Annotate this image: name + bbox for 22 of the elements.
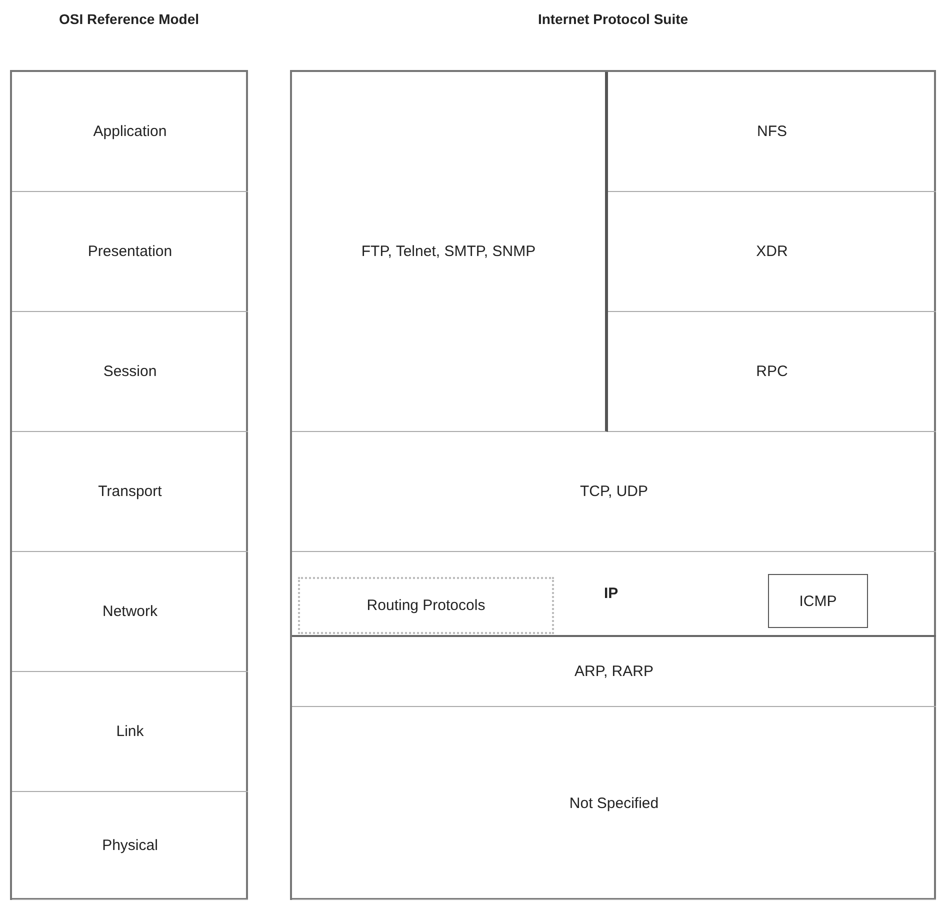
layer-label: FTP, Telnet, SMTP, SNMP	[361, 242, 536, 261]
layer-label: Routing Protocols	[366, 596, 486, 615]
layer-label: RPC	[756, 362, 788, 381]
layer-label: ARP, RARP	[574, 662, 654, 681]
layer-label: Application	[93, 122, 167, 141]
column-heading: Internet Protocol Suite	[536, 10, 690, 28]
protocol-box	[298, 577, 554, 634]
layer-label: Network	[102, 602, 158, 621]
layer-label: NFS	[757, 122, 787, 141]
layer-label: Not Specified	[569, 794, 659, 812]
layer-label: Link	[116, 722, 144, 741]
layer-label: Physical	[102, 836, 158, 855]
layer-label: Transport	[98, 482, 162, 501]
protocol-box	[768, 574, 868, 628]
layer-label: TCP, UDP	[580, 482, 648, 501]
layer-label: XDR	[756, 242, 788, 261]
layer-label: Presentation	[88, 242, 172, 261]
layer-cell	[292, 72, 608, 432]
layer-label: Session	[103, 362, 157, 381]
layer-label: IP	[604, 584, 618, 603]
layer-label: ICMP	[799, 592, 837, 610]
column-heading: OSI Reference Model	[58, 10, 200, 28]
